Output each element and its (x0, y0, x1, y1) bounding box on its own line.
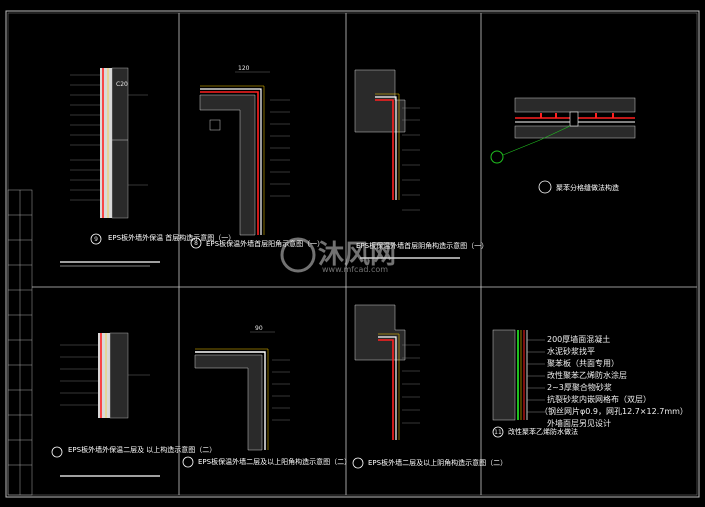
note-line: 聚苯板（共面专用） (547, 358, 619, 368)
title-block (7, 189, 33, 496)
detail-marker (51, 446, 63, 458)
detail-marker (538, 180, 552, 194)
panel-8-drawing: 200厚墙面混凝土 水泥砂浆找平 聚苯板（共面专用） 改性聚苯乙烯防水涂层 2~… (492, 329, 688, 438)
detail-marker (492, 426, 504, 438)
dim-label: 90 (255, 325, 263, 332)
watermark: 沐风网 www.mfcad.com (280, 237, 396, 274)
detail-number: 8 (194, 240, 198, 247)
dim-label: 120 (238, 65, 250, 72)
panel-3-title: EPS板保温外墙首层阴角构造示意图（一） (356, 241, 488, 250)
panel-8-title: 改性聚苯乙烯防水做法 (508, 427, 578, 436)
panel-7-drawing: EPS板外墙二层及以上阴角构造示意图（二） (352, 304, 507, 469)
panel-5-title: EPS板外墙外保温二层及 以上构造示意图（二） (68, 445, 216, 454)
callout-marker (490, 150, 504, 164)
note-line: 外墙面层另见设计 (547, 418, 611, 428)
note-line: 2~3厚聚合物砂浆 (547, 382, 612, 392)
panel-grid (32, 13, 697, 495)
panel-1-drawing: C20 9 EPS板外墙外保温 首层构造示意图（一） (60, 67, 235, 267)
panel-5-drawing: EPS板外墙外保温二层及 以上构造示意图（二） (51, 332, 216, 477)
note-line: 200厚墙面混凝土 (547, 334, 610, 344)
note-line: 抗裂砂浆内嵌网格布（双层） (547, 394, 651, 404)
detail-number: 11 (494, 429, 502, 436)
dim-label: C20 (116, 81, 128, 88)
detail-marker (352, 457, 364, 469)
detail-marker (190, 237, 202, 249)
detail-marker (90, 233, 102, 245)
watermark-url: www.mfcad.com (322, 265, 388, 274)
panel-6-drawing: 90 EPS板保温外墙二层及以上阳角构造示意图（二） (182, 325, 351, 468)
panel-2-title: EPS板保温外墙首层阳角示意图（一） (206, 239, 324, 248)
panel-2-drawing: 120 8 EPS板保温外墙首层阳角示意图（一） (190, 65, 324, 249)
note-line: 水泥砂浆找平 (547, 346, 595, 356)
watermark-brand: 沐风网 (318, 240, 396, 270)
panel-3-drawing: EPS板保温外墙首层阴角构造示意图（一） (354, 69, 488, 259)
panel-7-title: EPS板外墙二层及以上阴角构造示意图（二） (368, 458, 507, 467)
panel-1-title: EPS板外墙外保温 首层构造示意图（一） (108, 233, 235, 242)
note-line: （钢丝网片φ0.9，网孔12.7×12.7mm） (540, 406, 688, 416)
panel-4-drawing: 聚苯分格缝做法构造 (490, 97, 636, 194)
panel-6-title: EPS板保温外墙二层及以上阳角构造示意图（二） (198, 457, 351, 466)
detail-marker (182, 456, 194, 468)
detail-number: 9 (94, 236, 98, 243)
panel-4-title: 聚苯分格缝做法构造 (556, 183, 619, 192)
outer-frame (5, 10, 700, 498)
note-line: 改性聚苯乙烯防水涂层 (547, 370, 627, 380)
